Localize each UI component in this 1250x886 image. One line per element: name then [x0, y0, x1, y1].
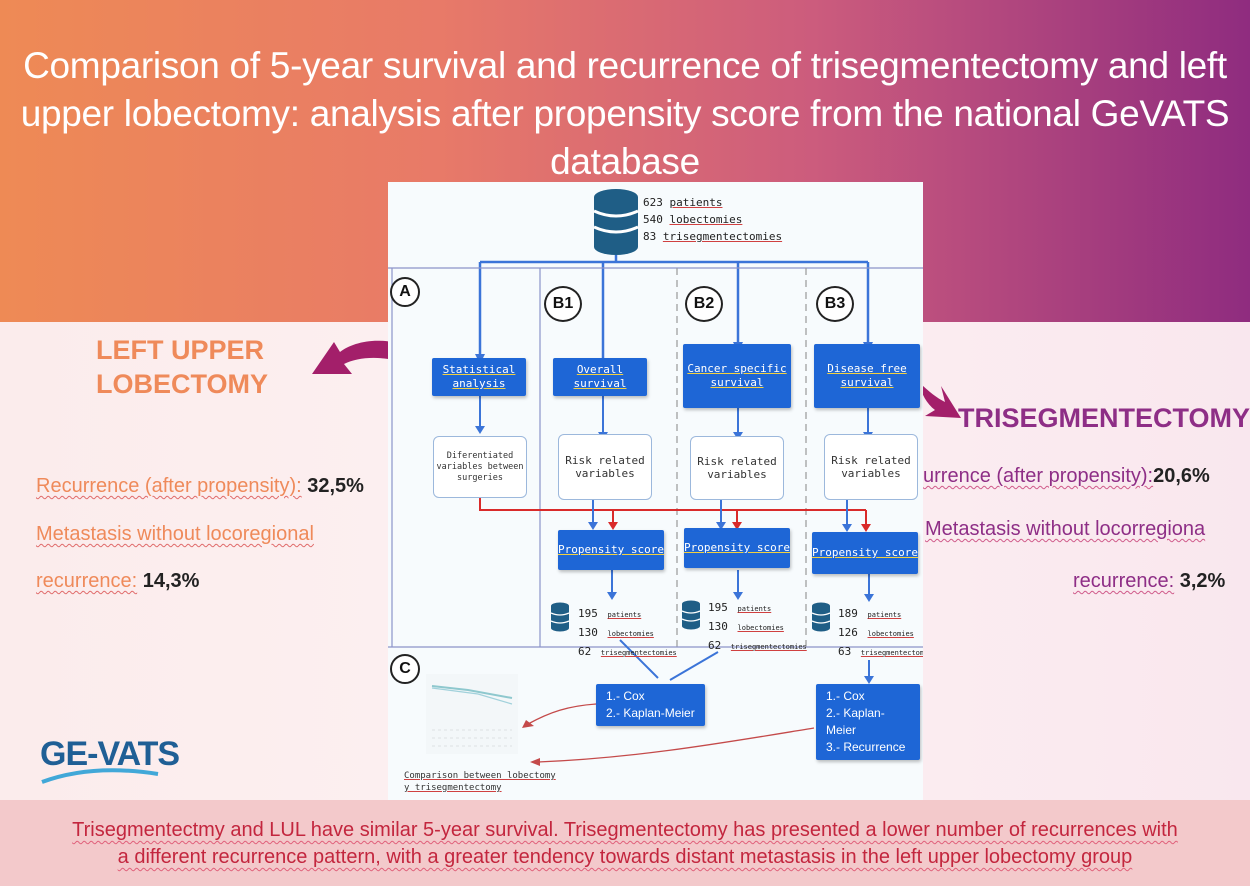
b3-lobectomies: 126 [838, 626, 858, 639]
disease-free-survival-box: Disease free survival [814, 344, 920, 408]
b2-patients: 195 [708, 601, 728, 614]
left-upper-lobectomy-heading: LEFT UPPER LOBECTOMY [96, 333, 268, 401]
database-counts: 623 patients 540 lobectomies 83 trisegme… [643, 194, 782, 245]
db-lobectomies-count: 540 [643, 213, 663, 226]
b1-tri-label: trisegmentectomies [600, 649, 677, 657]
comparison-caption: Comparison between lobectomy y trisegmen… [404, 770, 556, 794]
left-metastasis-value: 14,3% [142, 570, 200, 592]
right-metastasis-label: Metastasis without locorregiona [925, 518, 1206, 540]
b1-patients-label: patients [607, 611, 642, 619]
left-recurrence-value: 32,5% [307, 475, 364, 497]
db-lobectomies-label: lobectomies [669, 213, 743, 226]
propensity-score-b1-box: Propensity score [558, 530, 664, 570]
b3-patients: 189 [838, 607, 858, 620]
analysis-1-item-1: 1.- Cox [606, 689, 645, 703]
differentiated-variables-box: Diferentiated variables between surgerie… [433, 436, 527, 498]
left-metastasis-stat-2: recurrence: 14,3% [36, 570, 199, 593]
study-flow-diagram: 623 patients 540 lobectomies 83 trisegme… [388, 182, 923, 809]
propensity-score-b3-box: Propensity score [812, 532, 918, 574]
b2-tri-label: trisegmentectomies [730, 643, 807, 651]
b2-counts: 195 patients 130 lobectomies 62 trisegme… [708, 596, 807, 653]
right-recurrence-stat: urrence (after propensity):20,6% [923, 465, 1210, 488]
right-metastasis-label-2: recurrence: [1073, 570, 1175, 592]
right-metastasis-value: 3,2% [1179, 570, 1226, 592]
conclusion-line2: a different recurrence pattern, with a g… [117, 846, 1133, 868]
db-icon-b1 [550, 602, 570, 632]
right-metastasis-stat: Metastasis without locorregiona [925, 518, 1205, 541]
db-trisegs-label: trisegmentectomies [662, 230, 783, 243]
b1-lobectomies: 130 [578, 626, 598, 639]
ge-vats-logo: GE-VATS [40, 735, 180, 773]
analysis-box-2: 1.- Cox 2.- Kaplan-Meier 3.- Recurrence [816, 684, 920, 760]
right-arrow-icon [919, 382, 961, 418]
overall-survival-box: Overall survival [553, 358, 647, 396]
b2-lob-label: lobectomies [737, 624, 784, 632]
b1-trisegs: 62 [578, 645, 592, 658]
risk-variables-b2-box: Risk related variables [690, 436, 784, 500]
b3-patients-label: patients [867, 611, 902, 619]
db-patients-count: 623 [643, 196, 663, 209]
b1-lob-label: lobectomies [607, 630, 654, 638]
analysis-2-item-3: 3.- Recurrence [826, 740, 906, 754]
db-icon-b3 [811, 602, 831, 632]
conclusion-bar [0, 800, 1250, 886]
panel-label-b2: B2 [685, 286, 723, 322]
b3-trisegs: 63 [838, 645, 852, 658]
db-trisegs-count: 83 [643, 230, 657, 243]
right-metastasis-stat-2: recurrence: 3,2% [1073, 570, 1225, 593]
db-patients-label: patients [669, 196, 723, 209]
left-arrow-icon [312, 340, 394, 374]
risk-variables-b3-box: Risk related variables [824, 434, 918, 500]
b2-lobectomies: 130 [708, 620, 728, 633]
trisegmentectomy-heading: TRISEGMENTECTOMY [958, 403, 1250, 433]
comparison-caption-line2: y trisegmentectomy [404, 783, 502, 793]
risk-variables-b1-box: Risk related variables [558, 434, 652, 500]
right-recurrence-value: 20,6% [1153, 465, 1210, 487]
b1-patients: 195 [578, 607, 598, 620]
left-metastasis-stat: Metastasis without locoregional [36, 523, 314, 546]
left-recurrence-stat: Recurrence (after propensity): 32,5% [36, 475, 364, 498]
propensity-score-b2-box: Propensity score [684, 528, 790, 568]
statistical-analysis-box: Statistical analysis [432, 358, 526, 396]
conclusion-line1: Trisegmentectmy and LUL have similar 5-y… [72, 819, 1178, 841]
km-plot-thumbnail [426, 674, 518, 754]
cancer-specific-survival-box: Cancer specific survival [683, 344, 791, 408]
database-icon [593, 189, 639, 255]
b3-counts: 189 patients 126 lobectomies 63 trisegme… [838, 602, 923, 659]
logo-swoosh-icon [41, 768, 159, 784]
left-heading-line1: LEFT UPPER [96, 335, 265, 365]
left-heading-line2: LOBECTOMY [96, 369, 269, 399]
b3-lob-label: lobectomies [867, 630, 914, 638]
analysis-2-item-2: 2.- Kaplan-Meier [826, 706, 885, 737]
panel-label-b3: B3 [816, 286, 854, 322]
b2-patients-label: patients [737, 605, 772, 613]
db-icon-b2 [681, 600, 701, 630]
analysis-box-1: 1.- Cox 2.- Kaplan-Meier [596, 684, 705, 726]
left-recurrence-label: Recurrence (after propensity): [36, 475, 302, 497]
conclusion-text: Trisegmentectmy and LUL have similar 5-y… [8, 817, 1242, 871]
panel-label-c: C [390, 654, 420, 684]
left-metastasis-label-2: recurrence: [36, 570, 138, 592]
right-recurrence-label: urrence (after propensity): [923, 465, 1154, 487]
panel-label-b1: B1 [544, 286, 582, 322]
comparison-caption-line1: Comparison between lobectomy [404, 771, 556, 781]
b2-trisegs: 62 [708, 639, 722, 652]
page-title: Comparison of 5-year survival and recurr… [20, 45, 1230, 182]
left-metastasis-label: Metastasis without locoregional [36, 523, 314, 545]
b1-counts: 195 patients 130 lobectomies 62 trisegme… [578, 602, 677, 659]
b3-tri-label: trisegmentectomies [860, 649, 923, 657]
analysis-1-item-2: 2.- Kaplan-Meier [606, 706, 695, 720]
panel-label-a: A [390, 277, 420, 307]
analysis-2-item-1: 1.- Cox [826, 689, 865, 703]
